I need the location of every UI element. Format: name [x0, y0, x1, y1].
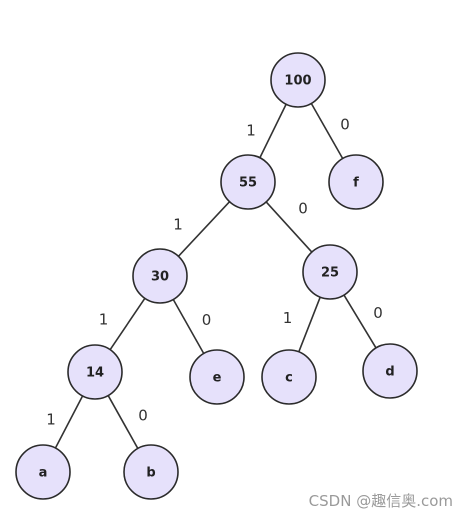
edge-n25-nc — [298, 296, 321, 353]
edge-n25-nd — [343, 294, 377, 349]
edge-n14-nb — [107, 395, 139, 449]
node-label: 14 — [86, 366, 104, 381]
tree-node-f: f — [328, 154, 384, 210]
node-label: 100 — [284, 74, 311, 89]
tree-node-14: 14 — [67, 344, 123, 400]
node-circle — [15, 444, 71, 500]
tree-node-e: e — [189, 349, 245, 405]
edge-label-n55-n30: 1 — [173, 216, 183, 234]
node-circle — [328, 154, 384, 210]
node-label: 55 — [239, 176, 257, 191]
edge-n55-n30 — [177, 201, 231, 257]
node-label: 25 — [321, 266, 339, 281]
node-label: a — [39, 466, 48, 481]
node-label: e — [213, 371, 222, 386]
tree-node-30: 30 — [132, 248, 188, 304]
node-circle — [189, 349, 245, 405]
edge-n100-n55 — [259, 103, 287, 159]
edge-label-n55-n25: 0 — [298, 200, 308, 218]
edge-n55-n25 — [265, 201, 313, 253]
edge-label-n30-ne: 0 — [202, 311, 212, 329]
tree-node-d: d — [362, 343, 418, 399]
watermark: CSDN @趣信奥.com — [308, 492, 453, 510]
edge-label-n14-na: 1 — [46, 411, 56, 429]
tree-node-100: 100 — [270, 52, 326, 108]
edge-n14-na — [54, 395, 84, 449]
node-circle — [67, 344, 123, 400]
node-label: 30 — [151, 270, 169, 285]
node-circle — [362, 343, 418, 399]
edge-n30-n14 — [109, 297, 146, 351]
node-circle — [123, 444, 179, 500]
edge-n30-ne — [172, 299, 205, 354]
edge-label-n100-n55: 1 — [246, 122, 256, 140]
node-label: d — [385, 365, 394, 380]
node-circle — [270, 52, 326, 108]
tree-node-a: a — [15, 444, 71, 500]
node-circle — [132, 248, 188, 304]
tree-node-c: c — [261, 349, 317, 405]
edge-label-n25-nc: 1 — [283, 309, 293, 327]
edge-n100-nf — [310, 103, 344, 159]
node-circle — [220, 154, 276, 210]
edge-label-n14-nb: 0 — [138, 407, 148, 425]
edge-label-n30-n14: 1 — [99, 311, 109, 329]
edge-labels-layer: 1 0 1 0 1 0 1 0 1 0 — [46, 116, 383, 429]
edge-label-n25-nd: 0 — [373, 304, 383, 322]
edge-label-n100-nf: 0 — [340, 116, 350, 134]
node-circle — [302, 244, 358, 300]
tree-node-25: 25 — [302, 244, 358, 300]
node-label: b — [146, 466, 155, 481]
tree-node-55: 55 — [220, 154, 276, 210]
node-label: c — [285, 371, 293, 386]
node-label: f — [353, 176, 359, 191]
edges-layer — [54, 103, 377, 449]
tree-node-b: b — [123, 444, 179, 500]
node-circle — [261, 349, 317, 405]
